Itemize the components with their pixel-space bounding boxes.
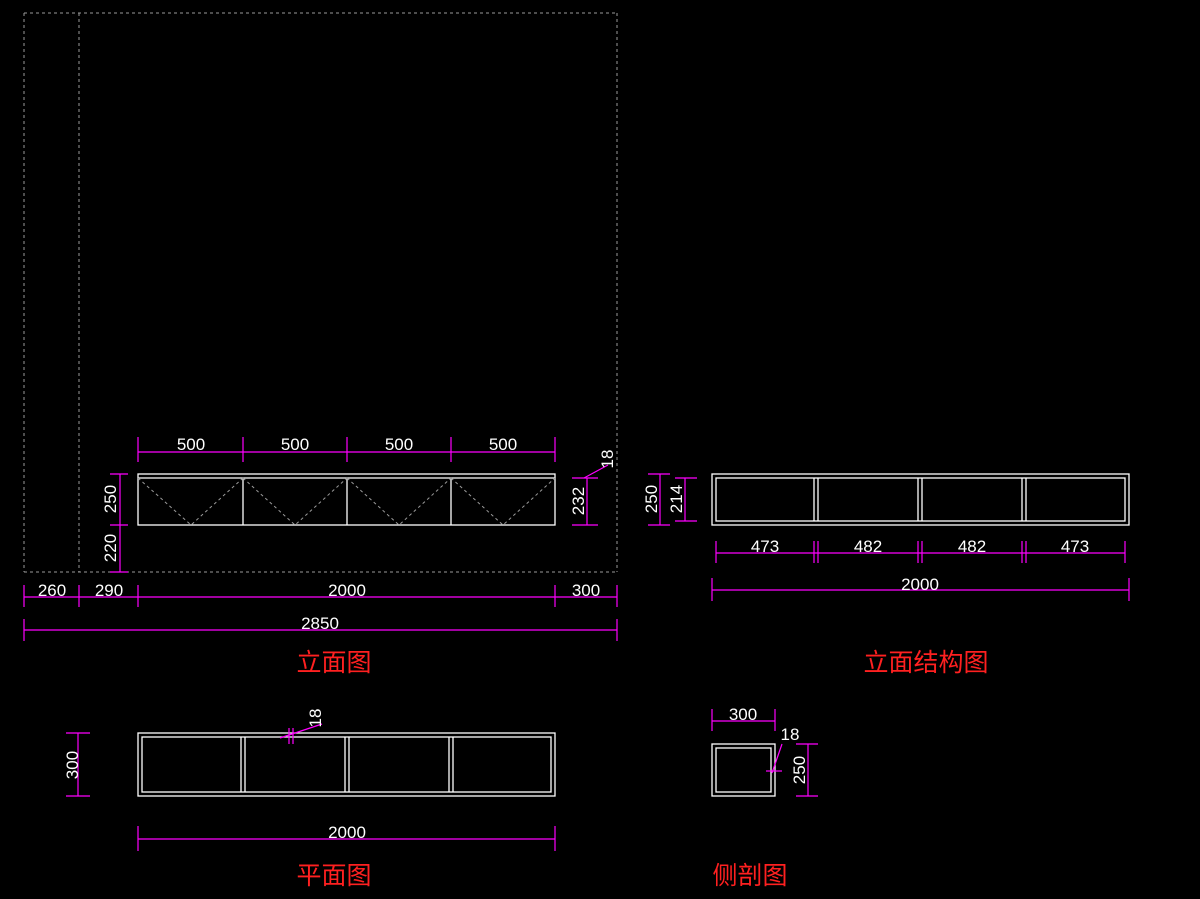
elevation-seg-3-dim: 2000 (328, 581, 366, 600)
elevation-inner-height-dim: 232 (569, 487, 588, 515)
elevation-bay-2-dim: 500 (281, 435, 309, 454)
dim-structure-bays (711, 541, 1130, 601)
structure-bay-3-dim: 482 (958, 537, 986, 556)
structure-cabinet (711, 473, 1130, 526)
elevation-bay-4-dim: 500 (489, 435, 517, 454)
dim-section (711, 709, 818, 797)
section-view: 300 18 250 侧剖图 (711, 705, 818, 890)
elevation-overall-dim: 2850 (301, 614, 339, 633)
dim-elevation-bottom (23, 585, 618, 641)
structure-bay-1-dim: 473 (751, 537, 779, 556)
section-thickness-dim: 18 (781, 725, 800, 744)
elevation-cabinet (137, 473, 556, 526)
dim-structure-left (648, 473, 697, 526)
elevation-seg-1-dim: 260 (38, 581, 66, 600)
elevation-bay-3-dim: 500 (385, 435, 413, 454)
plan-depth-dim: 300 (63, 751, 82, 779)
structure-bay-2-dim: 482 (854, 537, 882, 556)
structure-overall-dim: 2000 (901, 575, 939, 594)
structure-title: 立面结构图 (863, 648, 988, 677)
section-height-dim: 250 (790, 756, 809, 784)
dim-elevation-bays (137, 437, 556, 462)
structure-inner-height-dim: 214 (667, 485, 686, 513)
structure-height-dim: 250 (642, 485, 661, 513)
section-width-dim: 300 (729, 705, 757, 724)
elevation-view: 500 500 500 500 250 220 232 18 (23, 12, 618, 677)
structure-bay-4-dim: 473 (1061, 537, 1089, 556)
dim-elevation-right (572, 464, 609, 526)
plan-overall-dim: 2000 (328, 823, 366, 842)
dim-elevation-left (110, 473, 128, 573)
plan-thickness-dim: 18 (306, 709, 325, 728)
elevation-title: 立面图 (296, 648, 371, 677)
elevation-bay-1-dim: 500 (177, 435, 205, 454)
elevation-height-dim: 250 (101, 485, 120, 513)
structure-view: 250 214 473 482 482 473 2000 立面结构图 (642, 473, 1130, 677)
dim-plan (66, 723, 556, 851)
door-swing-marks (137, 477, 556, 526)
elevation-seg-2-dim: 290 (95, 581, 123, 600)
plan-cabinet (137, 732, 556, 797)
elevation-floor-gap-dim: 220 (101, 534, 120, 562)
elevation-thickness-dim: 18 (598, 450, 617, 469)
elevation-seg-4-dim: 300 (572, 581, 600, 600)
section-title: 侧剖图 (712, 861, 787, 890)
plan-view: 300 18 2000 平面图 (63, 709, 556, 890)
section-cabinet (711, 743, 776, 797)
plan-title: 平面图 (296, 861, 371, 890)
